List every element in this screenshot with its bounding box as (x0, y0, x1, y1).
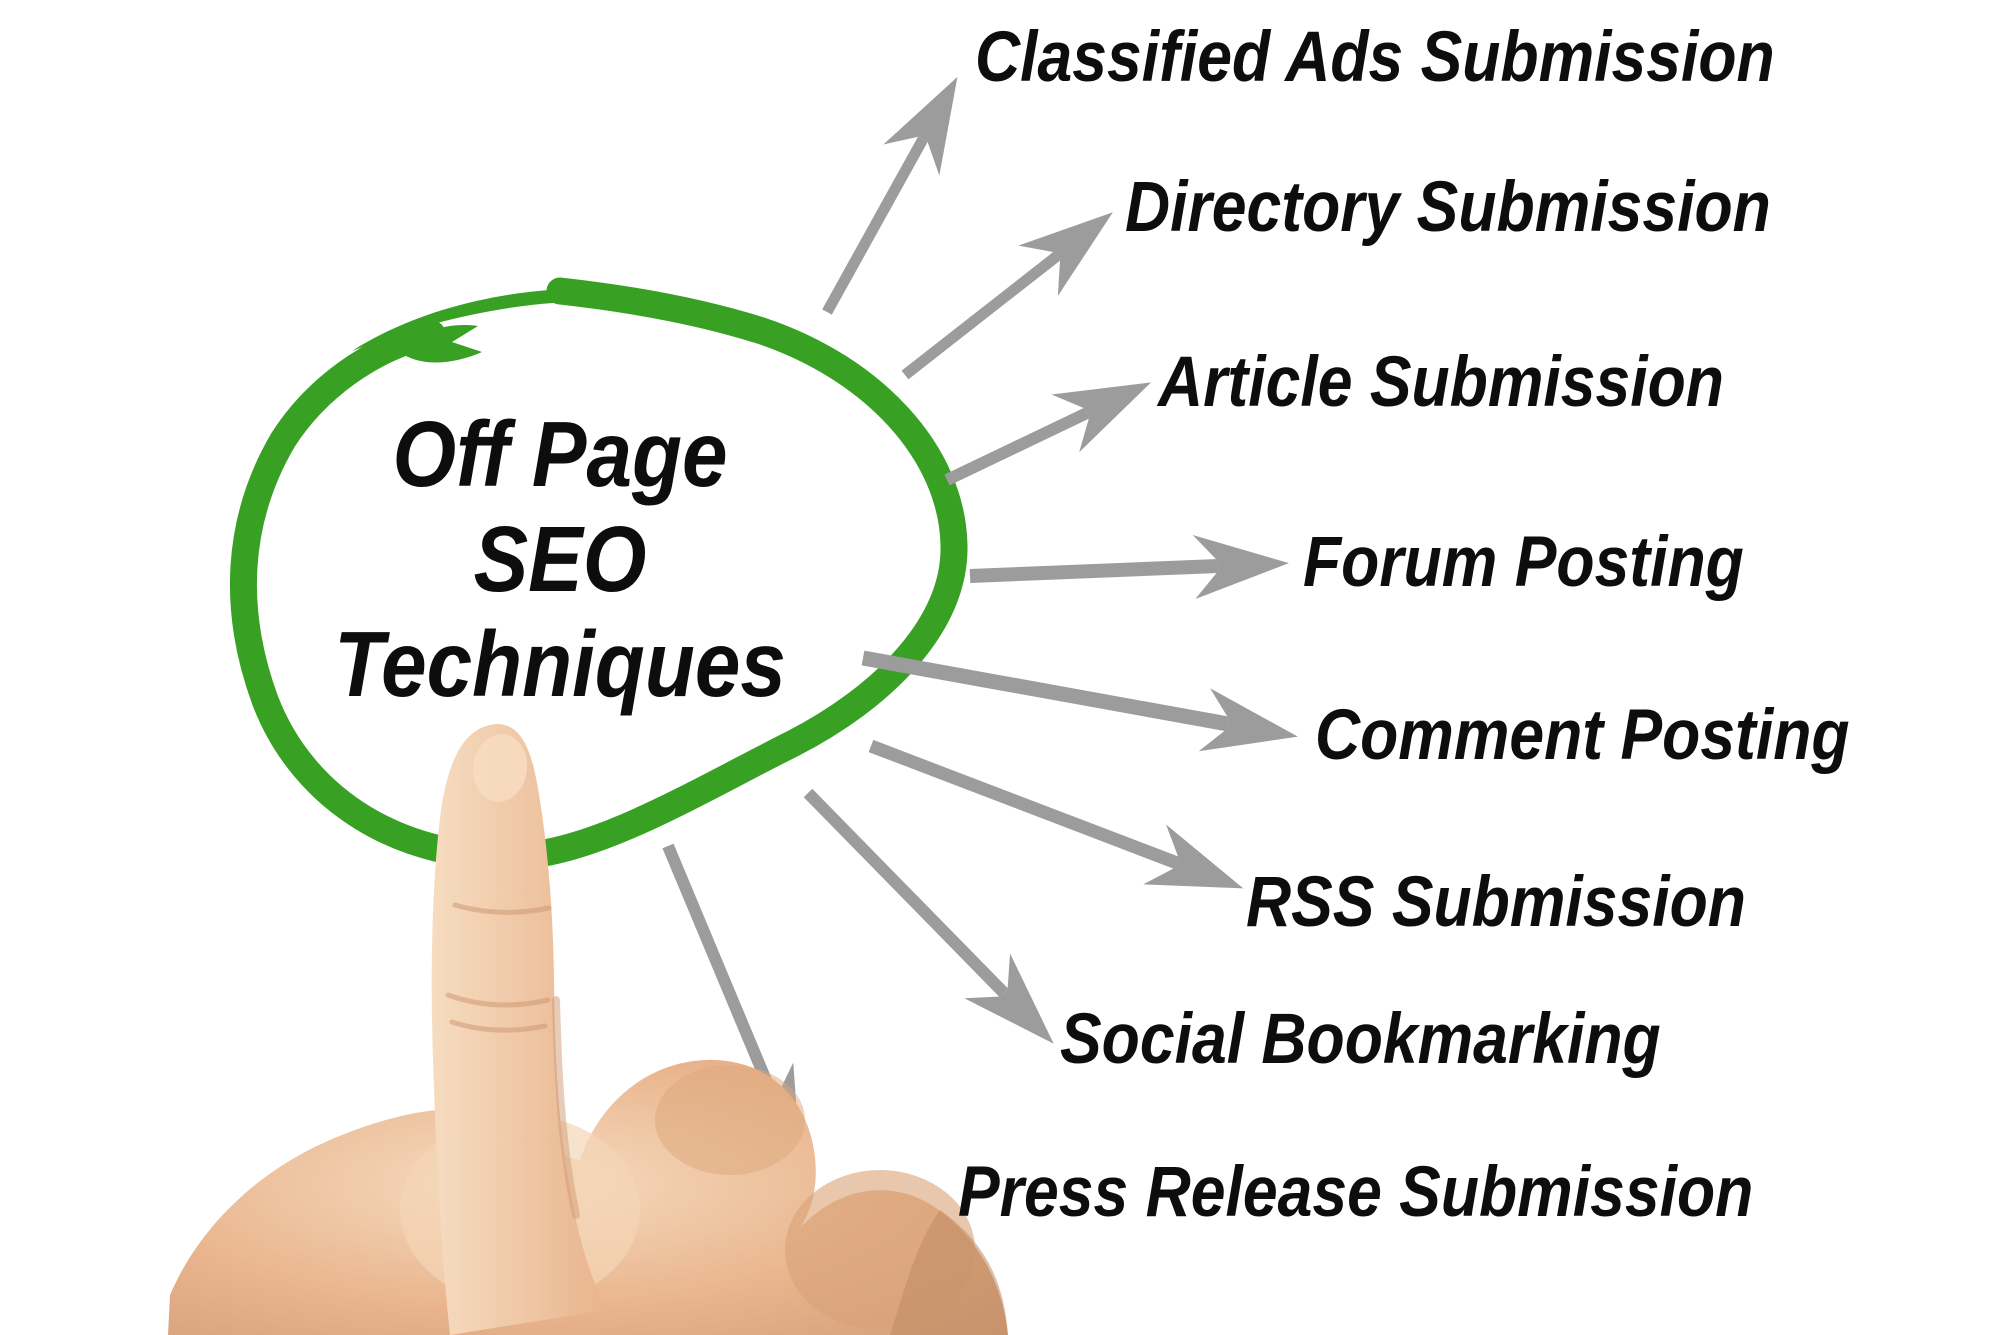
arrow-press-icon (662, 843, 801, 1163)
arrow-social-icon (803, 788, 1054, 1044)
finger-crease-2 (445, 992, 551, 1008)
circle-title-line-1: Off Page (392, 402, 728, 506)
label-rss-submission: RSS Submission (1246, 863, 1746, 942)
pointing-hand-icon (168, 724, 1008, 1335)
label-social-bookmarking: Social Bookmarking (1060, 1000, 1661, 1079)
arrow-directory-icon (901, 212, 1113, 380)
label-directory-submission: Directory Submission (1125, 168, 1771, 247)
finger-crease-1 (452, 902, 552, 915)
hand-drawn-circle-icon (229, 277, 968, 870)
arrow-rss-icon (868, 739, 1244, 889)
circle-tail-stroke (352, 288, 660, 351)
finger-side-shadow (552, 996, 580, 1219)
label-comment-posting: Comment Posting (1315, 696, 1850, 775)
arrow-comment-icon (861, 650, 1298, 752)
label-article-submission: Article Submission (1158, 343, 1724, 422)
circle-title-line-2: SEO (473, 507, 647, 611)
finger-crease-3 (449, 1019, 548, 1033)
circle-main-stroke (229, 277, 968, 870)
circle-title: Off Page SEO Techniques (278, 402, 841, 717)
label-press-release-submission: Press Release Submission (958, 1153, 1754, 1232)
fingernail (472, 734, 528, 802)
arrow-classified-icon (822, 76, 958, 315)
knuckle-shade-1 (655, 1065, 805, 1175)
circle-start-notch (400, 325, 482, 363)
label-forum-posting: Forum Posting (1303, 523, 1744, 602)
label-classified-ads-submission: Classified Ads Submission (975, 18, 1775, 97)
circle-title-line-3: Techniques (334, 612, 786, 716)
arrow-forum-icon (969, 534, 1289, 599)
arrow-article-icon (944, 382, 1152, 486)
hand-edge-shadow (890, 1210, 1008, 1335)
